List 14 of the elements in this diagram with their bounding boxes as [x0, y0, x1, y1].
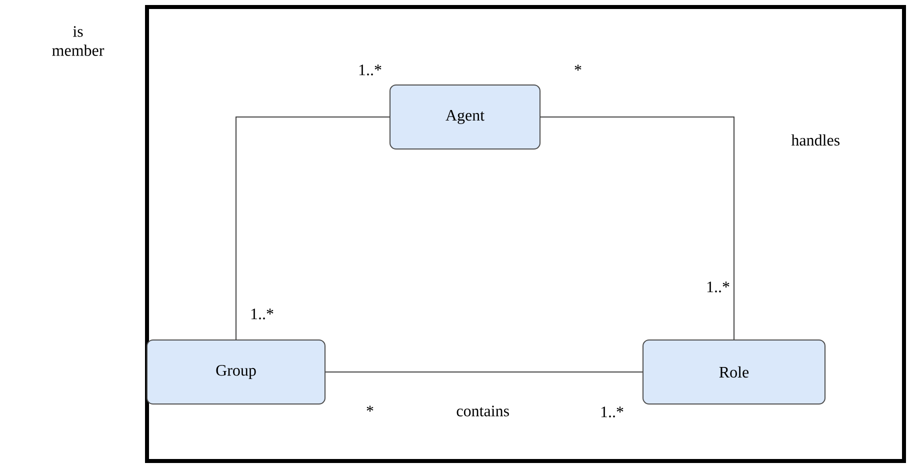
relation-label: is member — [52, 26, 104, 56]
connector-line — [236, 116, 390, 340]
class-box: Group — [146, 340, 326, 404]
connector-line — [540, 116, 734, 340]
multiplicity-label: * — [366, 406, 374, 412]
class-box: Role — [642, 340, 826, 404]
edge-label: handles — [790, 133, 842, 147]
class-box: Agent — [390, 84, 540, 150]
multiplicity-label: 1..* — [359, 64, 382, 76]
edge-label: contains — [455, 404, 511, 418]
multiplicity-label: 1..* — [601, 406, 624, 418]
multiplicity-label: * — [574, 64, 582, 71]
multiplicity-label: 1..* — [251, 308, 274, 320]
multiplicity-label: 1..* — [707, 282, 730, 292]
